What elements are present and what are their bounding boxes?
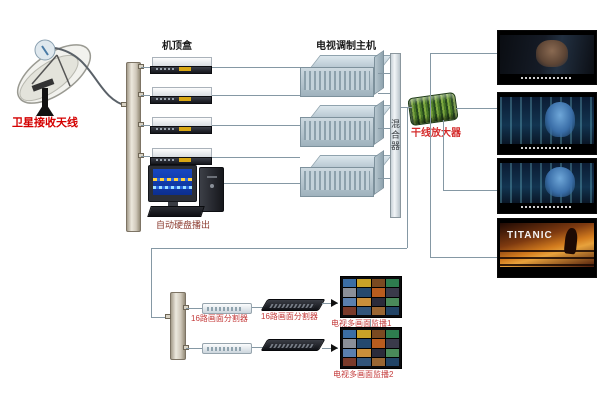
set-top-box-2 xyxy=(150,87,212,104)
set-top-box-1 xyxy=(150,57,212,74)
multiview-monitor-1 xyxy=(340,276,402,318)
video-tile xyxy=(357,279,371,288)
movie-frame-avatar xyxy=(500,97,594,144)
playout-computer-monitor xyxy=(148,165,197,202)
video-tile xyxy=(371,330,385,339)
video-tile xyxy=(343,297,357,306)
video-tile xyxy=(343,339,357,348)
quad-splitter-black-2 xyxy=(260,339,326,351)
splitter-label-1: 16路画面分割器 xyxy=(191,314,248,323)
video-tile xyxy=(357,330,371,339)
video-tile xyxy=(357,348,371,357)
splitter-input-port xyxy=(165,314,171,319)
video-tile xyxy=(385,330,399,339)
video-tile xyxy=(343,348,357,357)
video-tile xyxy=(371,339,385,348)
signal-splitter-bar-2 xyxy=(170,292,186,360)
subtitle-bar xyxy=(500,146,594,151)
video-tile xyxy=(385,297,399,306)
video-tile xyxy=(343,330,357,339)
signal-splitter-bar xyxy=(126,62,141,232)
stb-group-label: 机顶盒 xyxy=(162,41,192,52)
video-tile xyxy=(343,357,357,366)
modulator-rack-1 xyxy=(300,49,393,98)
amplifier-label: 干线放大器 xyxy=(411,128,461,139)
satellite-dish xyxy=(16,39,92,116)
video-tile xyxy=(371,297,385,306)
video-tile xyxy=(385,306,399,315)
video-tile xyxy=(371,348,385,357)
video-tile xyxy=(385,279,399,288)
monitor-label-1: 电视多画面监播1 xyxy=(331,319,392,328)
movie-frame-avatar xyxy=(500,163,594,203)
modulator-rack-2 xyxy=(300,99,393,148)
arrow-icon xyxy=(331,299,338,307)
splitter-input-port xyxy=(121,102,127,107)
video-tile xyxy=(343,288,357,297)
splitter-port xyxy=(138,64,144,69)
video-tile xyxy=(385,357,399,366)
mixer: 混合器 xyxy=(390,53,401,218)
video-tile xyxy=(385,348,399,357)
trunk-amplifier xyxy=(407,91,459,127)
modulator-group-label: 电视调制主机 xyxy=(316,41,376,52)
dish-cable xyxy=(54,47,128,107)
set-top-box-3 xyxy=(150,117,212,134)
splitter-port xyxy=(138,153,144,158)
mixer-label: 混合器 xyxy=(390,119,400,152)
video-tile xyxy=(357,297,371,306)
splitter-port xyxy=(138,122,144,127)
video-tile xyxy=(357,339,371,348)
satellite-label: 卫星接收天线 xyxy=(12,117,78,129)
arrow-icon xyxy=(331,344,338,352)
tv-screen-1 xyxy=(497,30,597,85)
quad-splitter-white-1 xyxy=(202,303,252,314)
tv-screen-4: TITANIC xyxy=(497,218,597,278)
video-tile xyxy=(371,279,385,288)
video-tile xyxy=(371,357,385,366)
playout-label: 自动硬盘播出 xyxy=(156,220,211,230)
splitter-port xyxy=(183,345,189,350)
splitter-port xyxy=(183,305,189,310)
tv-screen-3 xyxy=(497,158,597,214)
set-top-box-4 xyxy=(150,148,212,165)
quad-splitter-black-1 xyxy=(260,299,326,311)
splitter-port xyxy=(138,92,144,97)
video-tile xyxy=(385,339,399,348)
video-tile xyxy=(357,306,371,315)
playout-computer-tower xyxy=(199,167,224,212)
modulator-rack-3 xyxy=(300,149,393,198)
video-tile xyxy=(371,306,385,315)
video-tile xyxy=(357,357,371,366)
video-tile xyxy=(371,288,385,297)
keyboard xyxy=(147,206,205,217)
splitter-label-2: 16路画面分割器 xyxy=(261,312,318,321)
video-tile xyxy=(385,288,399,297)
tv-screen-2 xyxy=(497,92,597,155)
video-tile xyxy=(343,279,357,288)
monitor-label-2: 电视多画面监播2 xyxy=(333,370,394,379)
monitor-stand xyxy=(168,202,178,207)
multiview-monitor-2 xyxy=(340,327,402,369)
quad-splitter-white-2 xyxy=(202,343,252,354)
subtitle-bar xyxy=(500,205,594,210)
video-tile xyxy=(343,306,357,315)
video-tile xyxy=(357,288,371,297)
movie-frame-titanic: TITANIC xyxy=(500,223,594,267)
titanic-title: TITANIC xyxy=(507,230,553,241)
subtitle-bar xyxy=(500,76,594,81)
movie-frame-man xyxy=(500,35,594,74)
